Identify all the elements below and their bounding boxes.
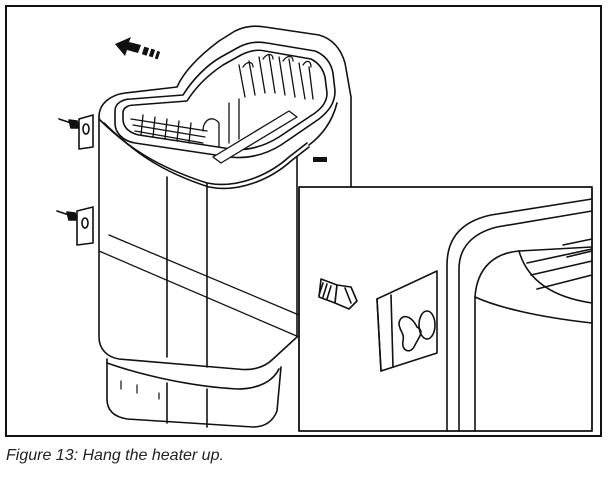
heater-illustration bbox=[56, 25, 593, 432]
figure-caption: Figure 13: Hang the heater up. bbox=[6, 447, 224, 464]
direction-arrow-icon bbox=[115, 37, 161, 60]
wall-bolt-icon bbox=[58, 114, 94, 150]
brand-logo-icon bbox=[313, 157, 327, 162]
figure-frame bbox=[5, 5, 602, 437]
bolt-icon bbox=[318, 278, 358, 310]
callout-leader-lines bbox=[98, 234, 300, 338]
wall-bolt-icon bbox=[56, 206, 94, 246]
stone-grid bbox=[238, 53, 314, 100]
mounting-bracket-icon bbox=[376, 270, 438, 372]
stone-grid bbox=[130, 114, 208, 144]
heating-elements bbox=[202, 98, 298, 164]
detail-inset bbox=[298, 186, 593, 432]
heater-body bbox=[98, 25, 352, 428]
